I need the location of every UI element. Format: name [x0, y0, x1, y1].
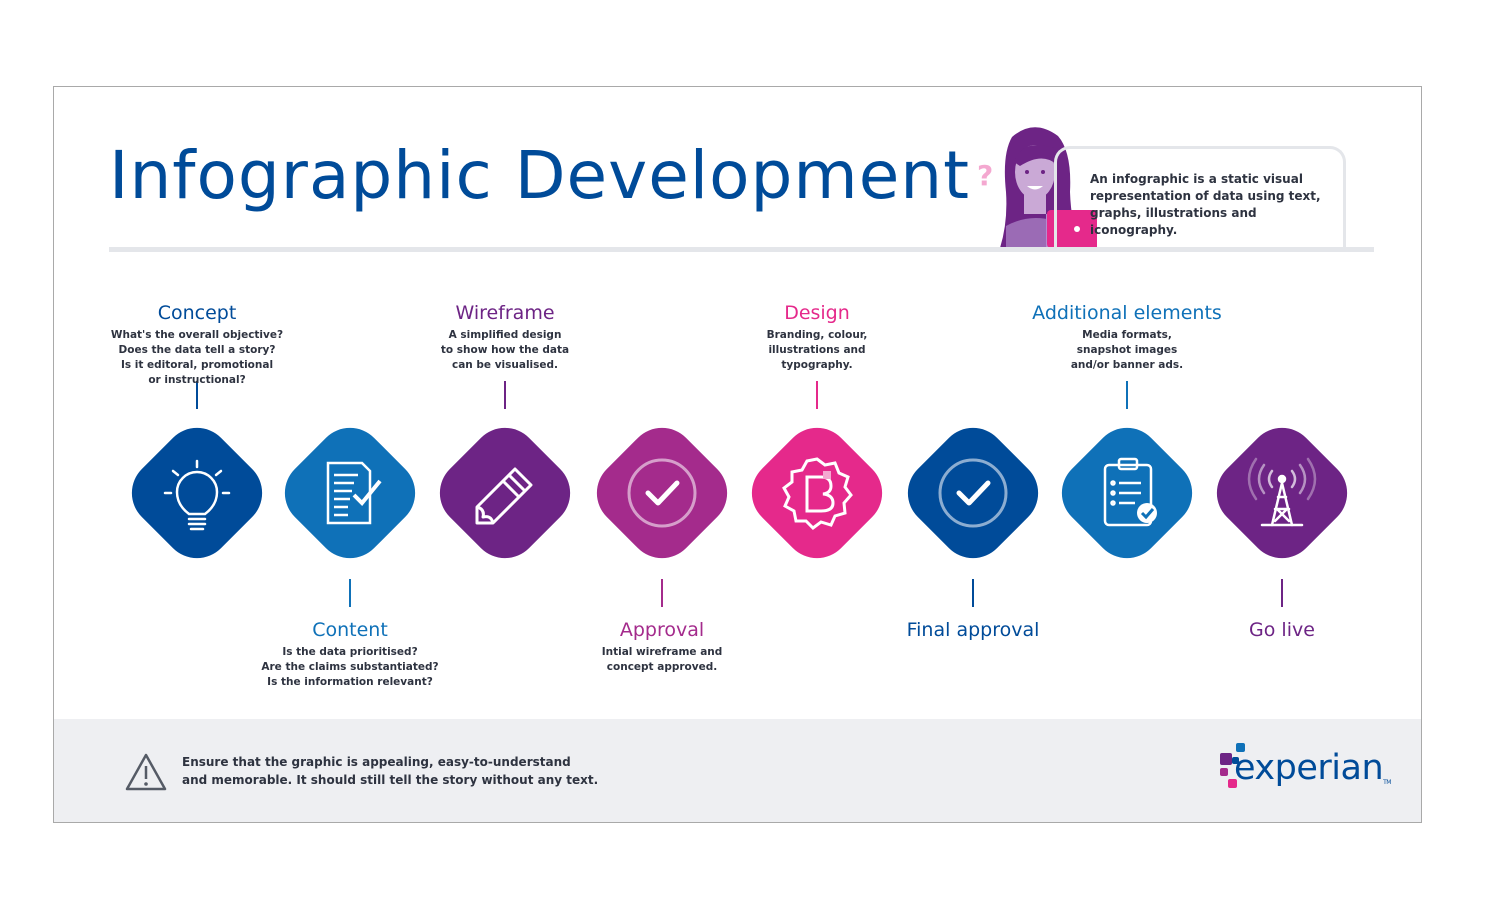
badge-b-icon [782, 457, 853, 530]
brand-name: experianTM [1234, 751, 1391, 786]
definition-text: An infographic is a static visual repres… [1090, 172, 1321, 237]
connector-line [1126, 381, 1128, 409]
arrow-right-icon [728, 486, 750, 500]
step-label: Design [784, 302, 850, 324]
pencil-icon [475, 467, 533, 525]
step-label: Final approval [906, 619, 1040, 641]
broadcast-tower-icon [1247, 457, 1317, 527]
check-circle-icon [627, 458, 697, 528]
step-description: What's the overall objective? Does the d… [110, 329, 284, 386]
connector-line [972, 579, 974, 607]
arrow-right-icon [1193, 486, 1215, 500]
connector-line [349, 579, 351, 607]
connector-line [1281, 579, 1283, 607]
step-tile-5 [751, 427, 883, 559]
connector-line [196, 381, 198, 409]
arrow-right-icon [1039, 486, 1061, 500]
footer-note: Ensure that the graphic is appealing, ea… [182, 755, 599, 787]
footer: Ensure that the graphic is appealing, ea… [54, 719, 1421, 822]
title-divider [109, 247, 1374, 252]
arrow-right-icon [262, 486, 284, 500]
connector-line [816, 381, 818, 409]
step-tile-4 [596, 427, 728, 559]
step-tile-6 [907, 427, 1039, 559]
step-description: Branding, colour, illustrations and typo… [766, 329, 868, 371]
step-label: Content [312, 619, 388, 641]
step-label: Go live [1249, 619, 1315, 641]
brand-trademark: TM [1383, 779, 1391, 786]
experian-logo-icon [1220, 743, 1245, 788]
check-circle-icon [938, 458, 1008, 528]
svg-text:?: ? [977, 159, 993, 192]
step-label: Concept [157, 302, 237, 324]
step-tile-2 [284, 427, 416, 559]
document-check-icon [326, 461, 382, 525]
brand-wordmark: experian [1234, 748, 1384, 788]
step-description: A simplified design to show how the data… [440, 329, 570, 371]
clipboard-check-icon [1103, 457, 1157, 527]
arrow-right-icon [572, 486, 594, 500]
warning-icon [125, 753, 167, 791]
step-label: Approval [619, 619, 705, 641]
step-tile-1 [131, 427, 263, 559]
arrow-right-icon [416, 486, 438, 500]
infographic-card: Infographic Development ? An infographic… [53, 86, 1422, 823]
page-title: Infographic Development [109, 137, 971, 214]
connector-line [661, 579, 663, 607]
step-tile-3 [439, 427, 571, 559]
step-label: Additional elements [1032, 302, 1222, 324]
step-description: Intial wireframe and concept approved. [601, 646, 723, 673]
lightbulb-icon [163, 459, 231, 531]
step-description: Is the data prioritised? Are the claims … [261, 646, 439, 688]
step-tile-7 [1061, 427, 1193, 559]
step-description: Media formats, snapshot images and/or ba… [1070, 329, 1184, 371]
step-tile-8 [1216, 427, 1348, 559]
definition-bubble [1054, 146, 1346, 248]
step-label: Wireframe [455, 302, 555, 324]
arrow-right-icon [884, 486, 906, 500]
connector-line [504, 381, 506, 409]
